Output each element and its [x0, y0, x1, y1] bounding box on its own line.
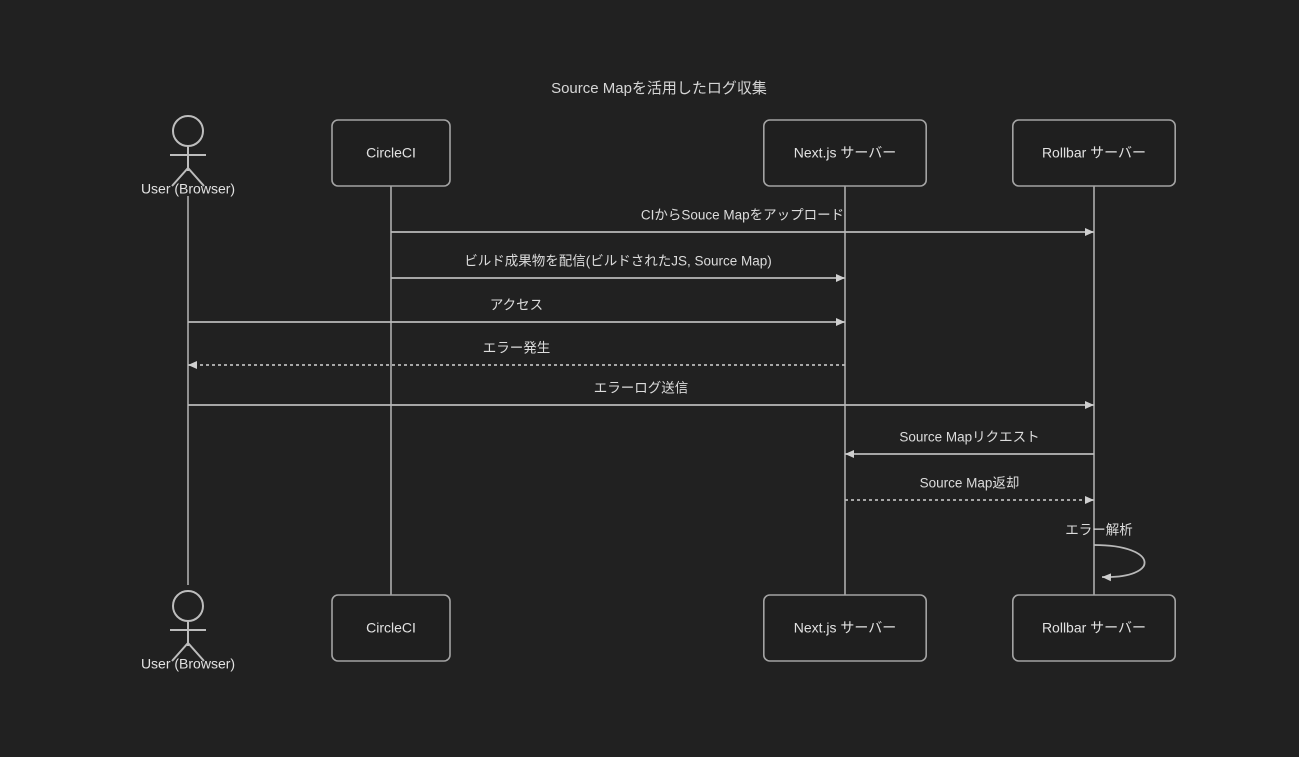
- message-1: CIからSouce Mapをアップロード: [391, 208, 1094, 236]
- participant-box-circleci[interactable]: CircleCI: [331, 594, 451, 662]
- actor-user: User (Browser): [141, 590, 235, 672]
- participant-box-rollbar[interactable]: Rollbar サーバー: [1011, 594, 1176, 662]
- message-label: Source Map返却: [920, 476, 1020, 491]
- participant-box-rect: [1011, 119, 1176, 187]
- participant-label-user: User (Browser): [141, 656, 235, 672]
- participant-label-circleci: CircleCI: [366, 620, 416, 636]
- participant-box-circleci[interactable]: CircleCI: [331, 119, 451, 187]
- participant-label-circleci: CircleCI: [366, 145, 416, 161]
- participant-label-rollbar: Rollbar サーバー: [1042, 620, 1146, 636]
- actor-head-icon: [172, 115, 204, 147]
- actor-head-icon: [172, 590, 204, 622]
- message-label: アクセス: [490, 298, 543, 313]
- actor-legs-icon: [171, 641, 205, 662]
- participant-label-nextjs: Next.js サーバー: [794, 620, 897, 636]
- message-7: Source Map返却: [845, 476, 1094, 504]
- participant-box-nextjs[interactable]: Next.js サーバー: [762, 119, 927, 187]
- participant-label-user: User (Browser): [141, 181, 235, 197]
- message-label: Source Mapリクエスト: [899, 430, 1039, 445]
- message-8: エラー解析: [1065, 523, 1146, 582]
- message-label: エラー解析: [1065, 523, 1133, 538]
- actor-user: User (Browser): [141, 115, 235, 197]
- participant-label-nextjs: Next.js サーバー: [794, 145, 897, 161]
- message-self-loop: [1093, 544, 1146, 582]
- message-5: エラーログ送信: [188, 381, 1094, 409]
- message-label: CIからSouce Mapをアップロード: [641, 208, 844, 223]
- participant-box-rect: [1011, 594, 1176, 662]
- participant-label-rollbar: Rollbar サーバー: [1042, 145, 1146, 161]
- lifelines-group: [187, 186, 1095, 595]
- participant-box-nextjs[interactable]: Next.js サーバー: [762, 594, 927, 662]
- message-2: ビルド成果物を配信(ビルドされたJS, Source Map): [391, 254, 845, 282]
- message-label: ビルド成果物を配信(ビルドされたJS, Source Map): [464, 254, 772, 269]
- actor-legs-icon: [171, 166, 205, 187]
- participants-group: User (Browser) User (Browser) CircleCI Circ…: [141, 115, 1176, 672]
- participant-box-rect: [762, 119, 927, 187]
- participant-box-rect: [331, 119, 451, 187]
- message-3: アクセス: [188, 298, 845, 326]
- message-label: エラー発生: [483, 341, 551, 356]
- message-6: Source Mapリクエスト: [845, 430, 1094, 458]
- participant-box-rect: [762, 594, 927, 662]
- message-label: エラーログ送信: [594, 381, 689, 396]
- participant-box-rect: [331, 594, 451, 662]
- diagram-title: Source Mapを活用したログ収集: [551, 80, 767, 97]
- message-4: エラー発生: [188, 341, 845, 369]
- participant-box-rollbar[interactable]: Rollbar サーバー: [1011, 119, 1176, 187]
- messages-group: CIからSouce Mapをアップロードビルド成果物を配信(ビルドされたJS, …: [188, 208, 1146, 582]
